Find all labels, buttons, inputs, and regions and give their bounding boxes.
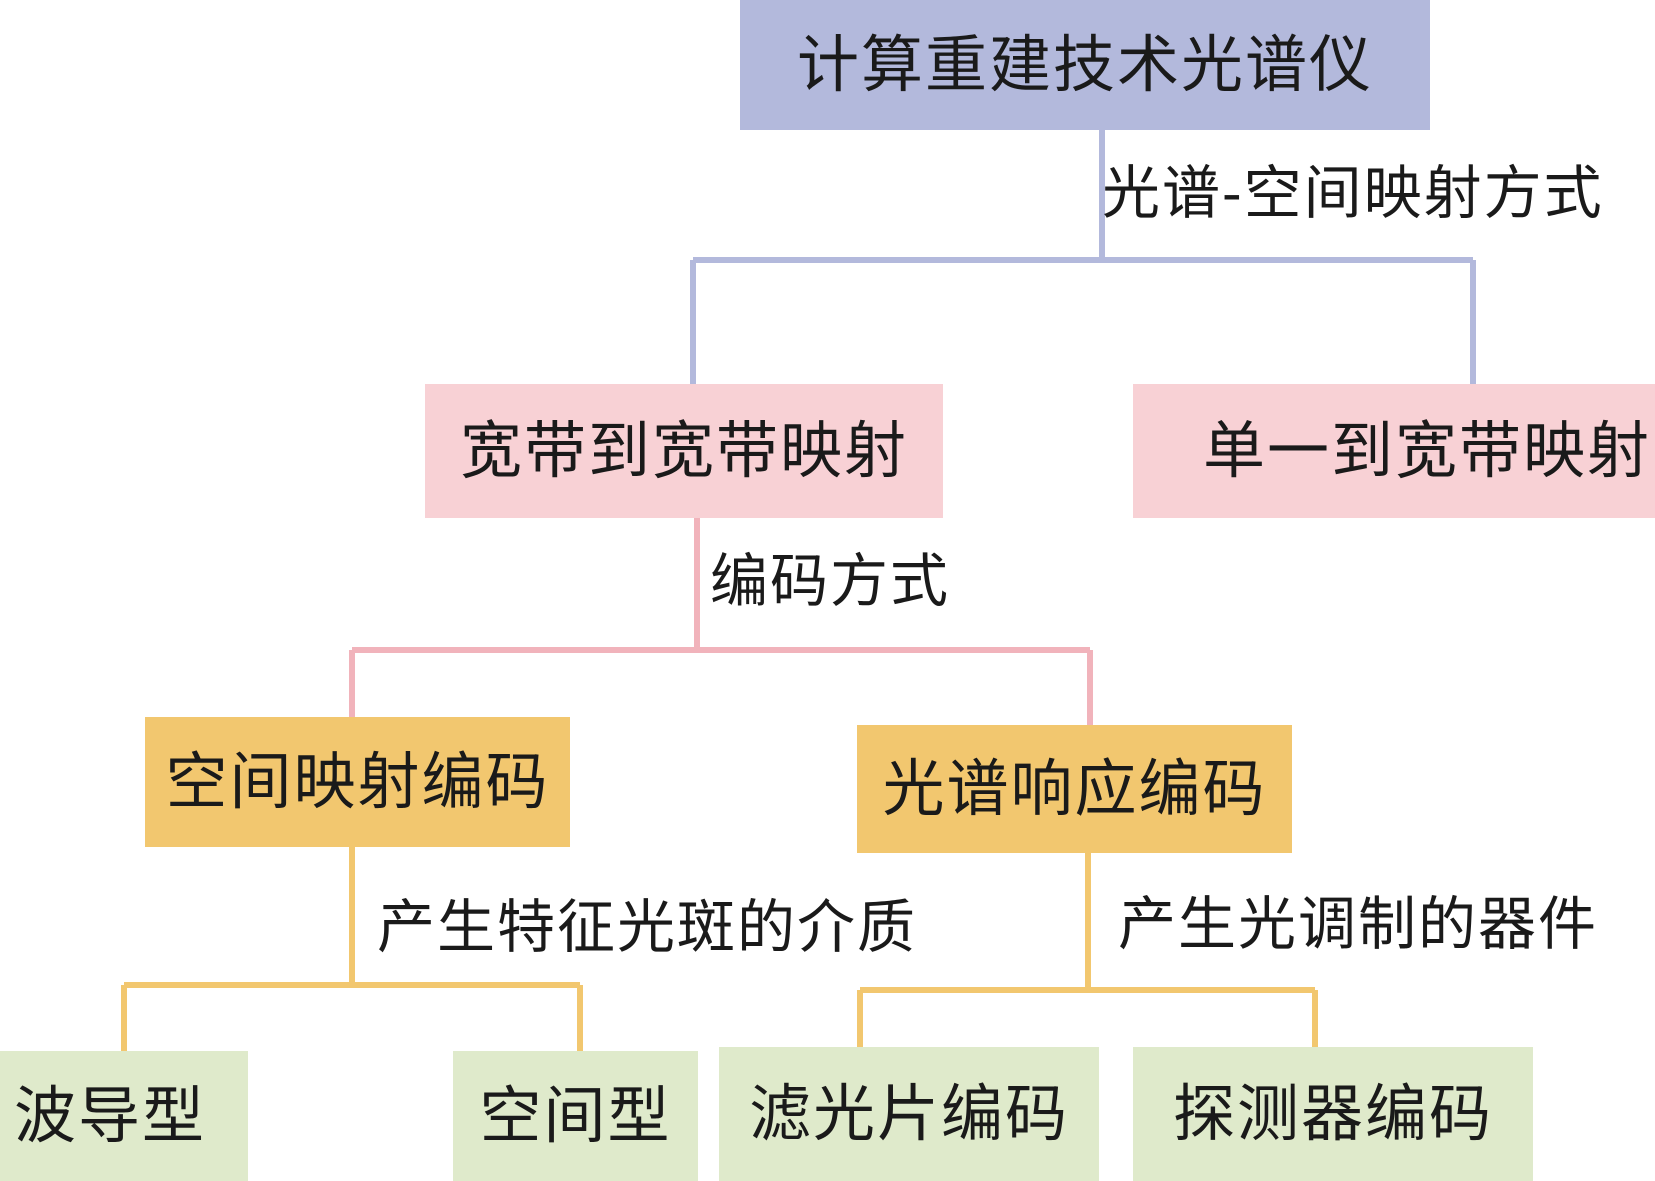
connector-spectral-split [857,853,1318,1047]
label-speckle-medium: 产生特征光斑的介质 [377,893,918,961]
node-single-to-broadband: 单一到宽带映射 [1133,384,1655,518]
node-spectral-response-coding: 光谱响应编码 [857,725,1292,853]
connector-root-split [690,130,1476,384]
label-coding-method: 编码方式 [710,547,951,615]
node-spatial-mapping-coding: 空间映射编码 [145,717,570,847]
node-detector-coding: 探测器编码 [1133,1047,1533,1181]
node-root-computational-spectrometer: 计算重建技术光谱仪 [740,0,1430,130]
connector-broadband-split [349,518,1093,725]
label-spectral-spatial-mapping: 光谱-空间映射方式 [1102,159,1604,227]
label-light-modulation-device: 产生光调制的器件 [1118,890,1599,958]
node-spatial-type: 空间型 [453,1051,698,1181]
node-waveguide-type: 波导型 [0,1051,248,1181]
node-filter-coding: 滤光片编码 [719,1047,1099,1181]
connector-spatial-split [121,847,583,1051]
node-broadband-to-broadband: 宽带到宽带映射 [425,384,943,518]
